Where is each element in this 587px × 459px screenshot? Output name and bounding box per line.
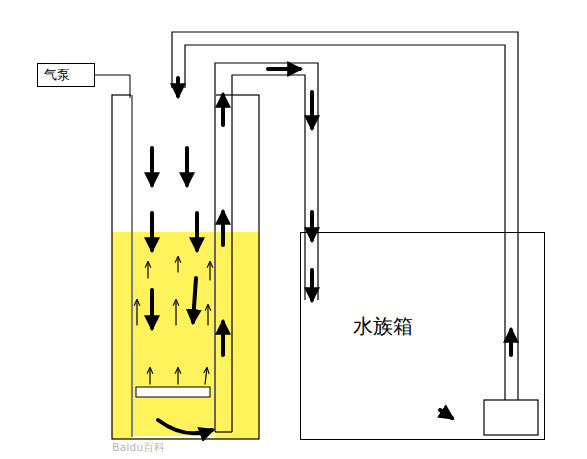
tank-box: 水族箱: [300, 232, 545, 440]
return-pipe: [172, 32, 538, 435]
watermark: Baidu百科: [112, 440, 165, 455]
lift-tube: [215, 63, 318, 432]
node-text: 水族箱: [353, 313, 413, 340]
filter-container: [112, 95, 259, 439]
flow-arrows: [137, 69, 511, 433]
pump-box: 气泵: [37, 63, 95, 87]
air-line: [95, 75, 130, 98]
node-text: 气泵: [38, 64, 94, 86]
